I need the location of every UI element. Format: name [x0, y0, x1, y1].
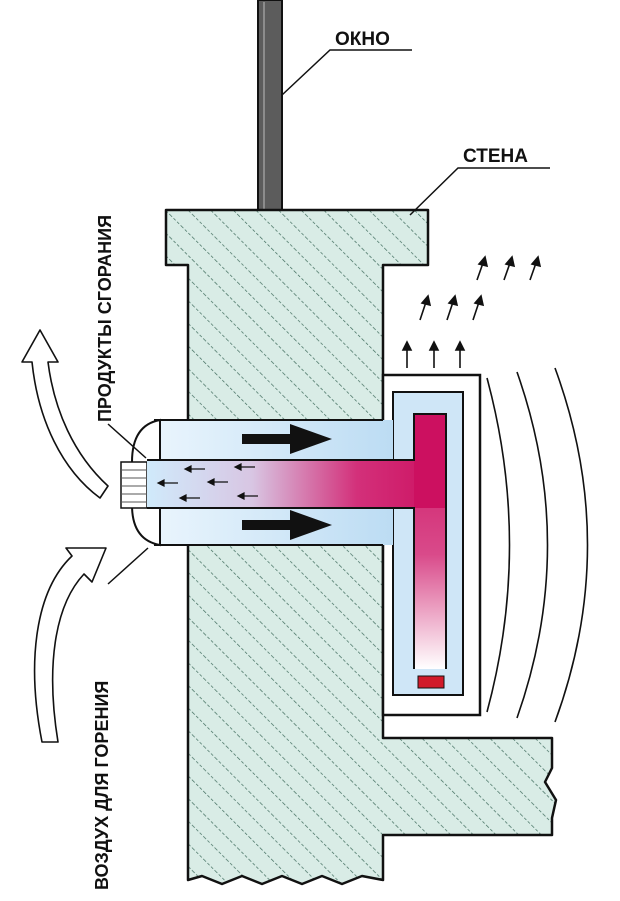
terminal-grille [120, 461, 148, 509]
window-label: ОКНО [335, 29, 390, 50]
heat-radiation-arcs [486, 367, 589, 723]
wall-label: СТЕНА [463, 146, 528, 167]
intake-label: ВОЗДУХ ДЛЯ ГОРЕНИЯ [92, 681, 112, 890]
up-arrow-icon [401, 255, 542, 368]
curved-arrow-icon [33, 547, 107, 743]
leader-lines [107, 49, 550, 585]
curved-arrow-icon [21, 329, 109, 499]
exhaust-label: ПРОДУКТЫ СГОРАНИЯ [95, 215, 115, 422]
right-arrow-icon [242, 424, 332, 454]
right-arrow-icon [242, 510, 332, 540]
burner [417, 675, 445, 689]
wall-section [164, 208, 558, 886]
window-rod [257, 0, 283, 213]
exhaust-flow-arrows [156, 463, 258, 502]
flue-pipe-horizontal [147, 460, 447, 508]
